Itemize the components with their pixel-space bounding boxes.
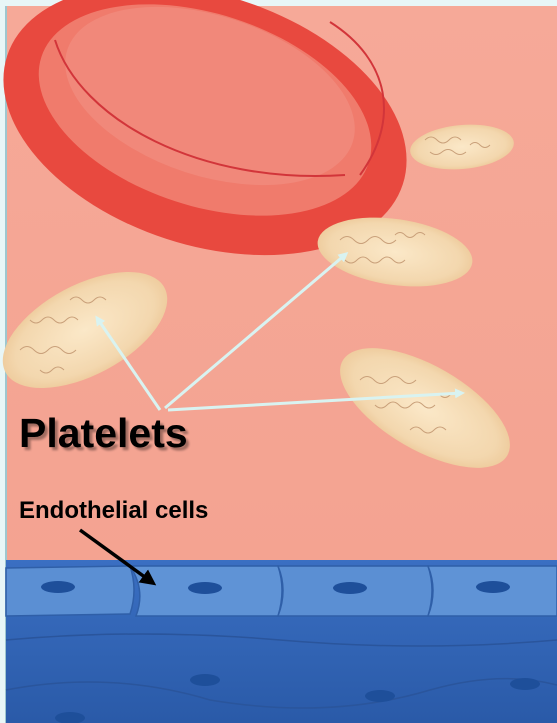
platelets-label: Platelets (19, 410, 188, 457)
endothelial-cells-label: Endothelial cells (19, 497, 208, 525)
endothelium (6, 560, 557, 723)
